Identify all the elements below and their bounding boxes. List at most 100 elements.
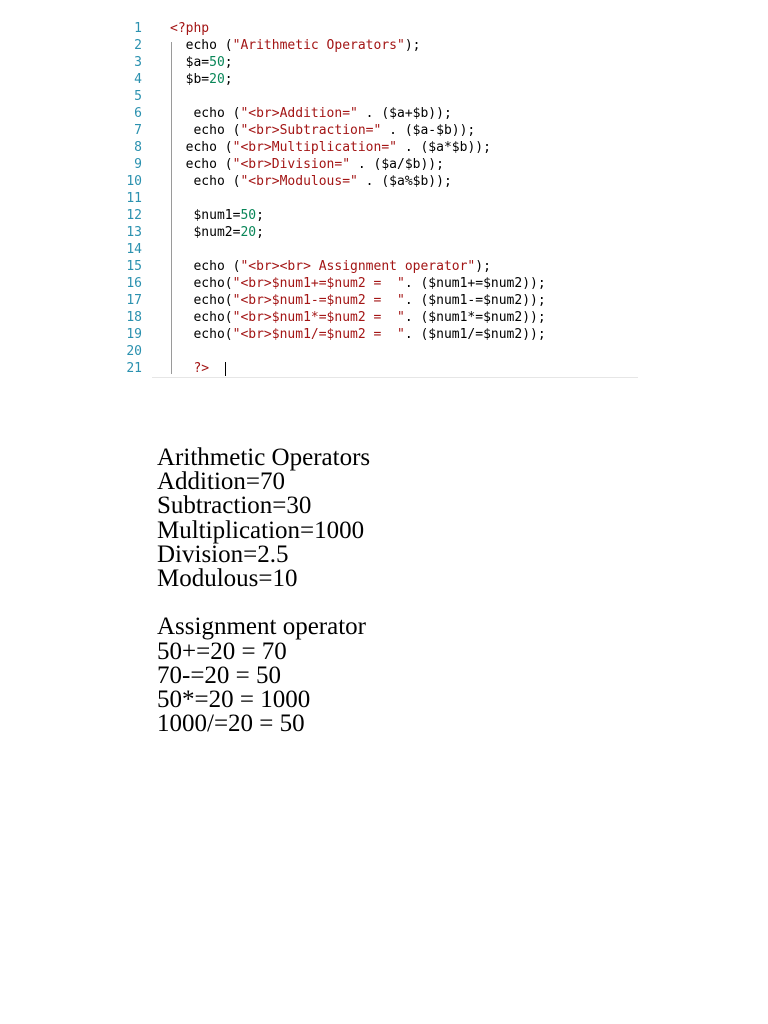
code-token: <?php <box>170 21 210 36</box>
code-token: "<br>Modulous=" <box>240 174 358 189</box>
line-number: 6 <box>134 106 142 121</box>
fold-guide <box>171 42 172 374</box>
code-token: 50 <box>209 55 225 70</box>
code-token: "<br>Division=" <box>232 157 351 172</box>
line-code: echo ("<br><br> Assignment operator"); <box>170 258 491 275</box>
code-token: "<br>$num1-=$num2 = " <box>232 293 405 308</box>
code-token: ; <box>256 225 264 240</box>
code-token: "<br>Addition=" <box>240 106 358 121</box>
code-token: . ($a%$b)); <box>357 174 452 189</box>
code-line: 7 echo ("<br>Subtraction=" . ($a-$b)); <box>108 122 638 139</box>
line-code: $a=50; <box>170 54 233 71</box>
line-number: 1 <box>134 21 142 36</box>
line-number: 5 <box>134 89 142 104</box>
code-token: ); <box>475 259 491 274</box>
line-number: 8 <box>134 140 142 155</box>
code-token: echo ( <box>170 259 241 274</box>
output-line: Subtraction=30 <box>157 492 312 520</box>
code-token: ; <box>224 72 233 87</box>
code-token: echo( <box>170 310 233 325</box>
code-token: echo( <box>170 327 233 342</box>
code-line: 5 <box>108 88 638 105</box>
line-number: 13 <box>126 225 142 240</box>
line-number: 14 <box>126 242 142 257</box>
code-token: 20 <box>240 225 257 240</box>
line-number: 17 <box>126 293 142 308</box>
code-token: "<br>$num1+=$num2 = " <box>232 276 405 291</box>
code-line: 16 echo("<br>$num1+=$num2 = ". ($num1+=$… <box>108 275 638 292</box>
code-token: 20 <box>209 72 225 87</box>
current-line-rule <box>152 377 638 378</box>
code-token: "<br>$num1*=$num2 = " <box>232 310 405 325</box>
line-number: 21 <box>126 361 142 376</box>
output-line: 50+=20 = 70 <box>157 637 287 665</box>
code-token: . ($num1+=$num2)); <box>404 276 546 291</box>
line-code: $num1=50; <box>170 207 263 224</box>
line-number: 20 <box>126 344 142 359</box>
line-code: echo("<br>$num1+=$num2 = ". ($num1+=$num… <box>170 275 546 292</box>
line-number: 11 <box>126 191 142 206</box>
code-line: 1 <?php <box>108 20 638 37</box>
code-token: echo ( <box>170 174 241 189</box>
code-line: 13 $num2=20; <box>108 224 638 241</box>
code-line: 20 <box>108 343 638 360</box>
code-token: echo( <box>170 276 233 291</box>
line-number: 15 <box>126 259 142 274</box>
line-number: 4 <box>134 72 142 87</box>
line-code: echo("<br>$num1-=$num2 = ". ($num1-=$num… <box>170 292 545 309</box>
output-line: Modulous=10 <box>157 564 298 592</box>
line-code: echo("<br>$num1/=$num2 = ". ($num1/=$num… <box>170 326 546 343</box>
code-line: 4 $b=20; <box>108 71 638 88</box>
code-line: 21 ?> <box>108 360 638 377</box>
line-number: 12 <box>126 208 142 223</box>
code-token: ; <box>224 55 233 70</box>
line-code: echo ("<br>Addition=" . ($a+$b)); <box>170 105 452 122</box>
line-number: 3 <box>134 55 142 70</box>
code-token: $b= <box>170 72 210 87</box>
code-token: ); <box>404 38 421 53</box>
code-token: ?> <box>170 361 210 376</box>
code-line: 19 echo("<br>$num1/=$num2 = ". ($num1/=$… <box>108 326 638 343</box>
code-line: 11 <box>108 190 638 207</box>
line-number: 16 <box>126 276 142 291</box>
output-line: 50*=20 = 1000 <box>157 685 311 713</box>
code-line: 3 $a=50; <box>108 54 638 71</box>
output-line: 1000/=20 = 50 <box>157 710 305 738</box>
code-token: "<br>$num1/=$num2 = " <box>232 327 405 342</box>
code-token: echo ( <box>170 140 233 155</box>
code-token: . ($a+$b)); <box>357 106 452 121</box>
code-line: 14 <box>108 241 638 258</box>
code-token: echo( <box>170 293 233 308</box>
line-number: 2 <box>134 38 142 53</box>
code-token: $a= <box>170 55 210 70</box>
code-line: 15 echo ("<br><br> Assignment operator")… <box>108 258 638 275</box>
line-code: echo ("Arithmetic Operators"); <box>170 37 421 54</box>
code-line: 10 echo ("<br>Modulous=" . ($a%$b)); <box>108 173 638 190</box>
code-line: 8 echo ("<br>Multiplication=" . ($a*$b))… <box>108 139 638 156</box>
code-line: 18 echo("<br>$num1*=$num2 = ". ($num1*=$… <box>108 309 638 326</box>
code-token: . ($a*$b)); <box>397 140 491 155</box>
line-code: $b=20; <box>170 71 233 88</box>
output-line: Division=2.5 <box>157 540 289 568</box>
code-token: "<br>Subtraction=" <box>240 123 382 138</box>
output-line: Assignment operator <box>157 613 366 641</box>
code-line: 12 $num1=50; <box>108 207 638 224</box>
output-line: Arithmetic Operators <box>157 444 371 471</box>
line-code: echo ("<br>Multiplication=" . ($a*$b)); <box>170 139 491 156</box>
output-line: 70-=20 = 50 <box>157 661 282 689</box>
code-token: echo ( <box>170 123 241 138</box>
code-line: 2 echo ("Arithmetic Operators"); <box>108 37 638 54</box>
code-token: $num2= <box>170 225 241 240</box>
line-number: 7 <box>134 123 142 138</box>
code-token: "<br>Multiplication=" <box>232 140 397 155</box>
line-number: 18 <box>126 310 142 325</box>
output-blank-line <box>157 591 370 615</box>
code-token: . ($num1/=$num2)); <box>404 327 546 342</box>
line-code: $num2=20; <box>170 224 264 241</box>
line-code: echo ("<br>Division=" . ($a/$b)); <box>170 156 444 173</box>
line-code: <?php <box>170 20 209 37</box>
code-token: . ($a-$b)); <box>381 123 476 138</box>
code-token: 50 <box>240 208 257 223</box>
code-token: echo ( <box>170 106 241 121</box>
